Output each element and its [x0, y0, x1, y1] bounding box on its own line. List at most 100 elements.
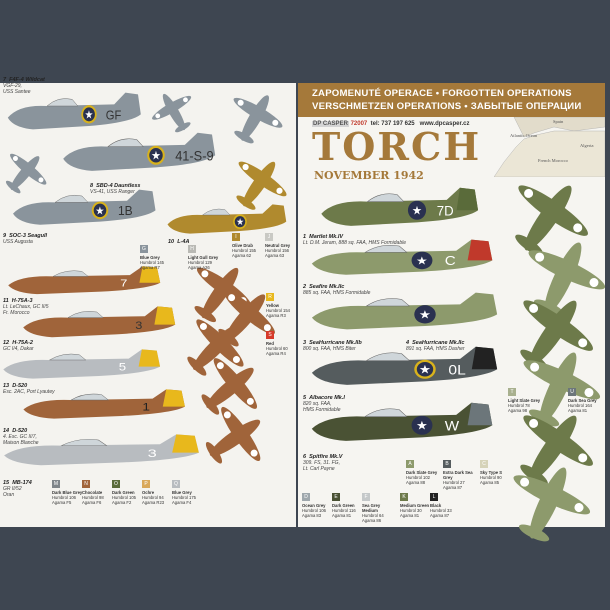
- aircraft-caption: 10 L-4A: [168, 239, 190, 245]
- catalog-number: 72007: [350, 121, 368, 127]
- telephone: tel: 737 197 625: [370, 121, 415, 127]
- aircraft-code: C: [445, 253, 456, 268]
- aircraft-code: 1: [142, 401, 150, 413]
- aircraft-top-view: [523, 352, 601, 427]
- svg-text:★: ★: [412, 203, 422, 217]
- aircraft-side-profile: 1: [23, 389, 185, 419]
- aircraft-side-profile: ★W: [311, 402, 493, 441]
- aircraft-top-view: [233, 95, 283, 144]
- page-subtitle: NOVEMBER 1942: [314, 169, 424, 182]
- header-info: DP CASPER 72007 tel: 737 197 625 www.dpc…: [312, 121, 469, 127]
- aircraft-top-view: [152, 93, 192, 133]
- aircraft-side-profile: ★: [311, 292, 498, 330]
- aircraft-top-view: [5, 153, 47, 194]
- aircraft-side-profile: ★ 0L: [311, 346, 498, 385]
- aircraft-code: 5: [119, 361, 127, 373]
- aircraft-side-profile: ★ 7D: [321, 187, 479, 226]
- aircraft-side-profile: ★ 1B: [13, 189, 156, 225]
- website: www.dpcasper.cz: [419, 121, 470, 127]
- aircraft-code: 7: [120, 279, 127, 290]
- aircraft-code: W: [445, 419, 460, 434]
- svg-text:★: ★: [85, 109, 94, 122]
- page-title: TORCH: [312, 124, 482, 169]
- svg-text:★: ★: [151, 149, 161, 163]
- svg-text:★: ★: [416, 418, 428, 432]
- aircraft-side-profile: ★: [167, 204, 287, 234]
- band-line-2: VERSCHMETZEN OPERATIONS • ЗАБЫТЫЕ ОПЕРАЦ…: [312, 101, 582, 112]
- aircraft-side-profile: 7: [8, 266, 161, 295]
- north-africa-map: [494, 117, 605, 177]
- aircraft-top-view: [520, 415, 593, 486]
- aircraft-top-view: [187, 319, 244, 376]
- aircraft-top-view: [513, 467, 591, 542]
- aircraft-code: 1B: [118, 204, 133, 218]
- svg-text:★: ★: [419, 362, 431, 376]
- map-label-spain: Spain: [553, 119, 564, 124]
- map-label-atlantic: Atlantic Ocean: [510, 133, 538, 138]
- brand-logo: DP CASPER: [312, 121, 349, 127]
- aircraft-top-view: [205, 406, 261, 464]
- aircraft-top-view: [201, 358, 258, 415]
- aircraft-side-profile: ★ 41-S-9: [63, 132, 216, 171]
- band-line-1: ZAPOMENUTÉ OPERACE • FORGOTTEN OPERATION…: [312, 88, 572, 99]
- aircraft-code: 3: [135, 319, 142, 332]
- aircraft-top-view: [236, 161, 287, 210]
- right-page: ZAPOMENUTÉ OPERACE • FORGOTTEN OPERATION…: [298, 83, 606, 542]
- aircraft-code: 41-S-9: [175, 148, 213, 164]
- aircraft-side-profile: ★C: [311, 239, 493, 275]
- svg-text:★: ★: [236, 217, 244, 227]
- title-band: ZAPOMENUTÉ OPERACE • FORGOTTEN OPERATION…: [298, 83, 605, 117]
- aircraft-code: 0L: [448, 363, 465, 378]
- map-label-algeria: Algeria: [580, 143, 594, 148]
- svg-text:★: ★: [419, 308, 431, 321]
- aircraft-code: 3: [148, 446, 157, 459]
- aircraft-side-profile: 3: [23, 306, 176, 338]
- map-label-morocco: French Morocco: [538, 158, 568, 163]
- aircraft-side-profile: 5: [3, 349, 161, 379]
- aircraft-side-profile: ★ GF: [7, 92, 141, 130]
- aircraft-side-profile: 3: [4, 434, 199, 466]
- aircraft-top-view: [528, 242, 606, 317]
- aircraft-code: GF: [106, 107, 122, 122]
- aircraft-top-view: [515, 185, 588, 256]
- svg-text:★: ★: [95, 205, 105, 217]
- aircraft-code: 7D: [437, 203, 454, 218]
- svg-text:★: ★: [416, 254, 428, 267]
